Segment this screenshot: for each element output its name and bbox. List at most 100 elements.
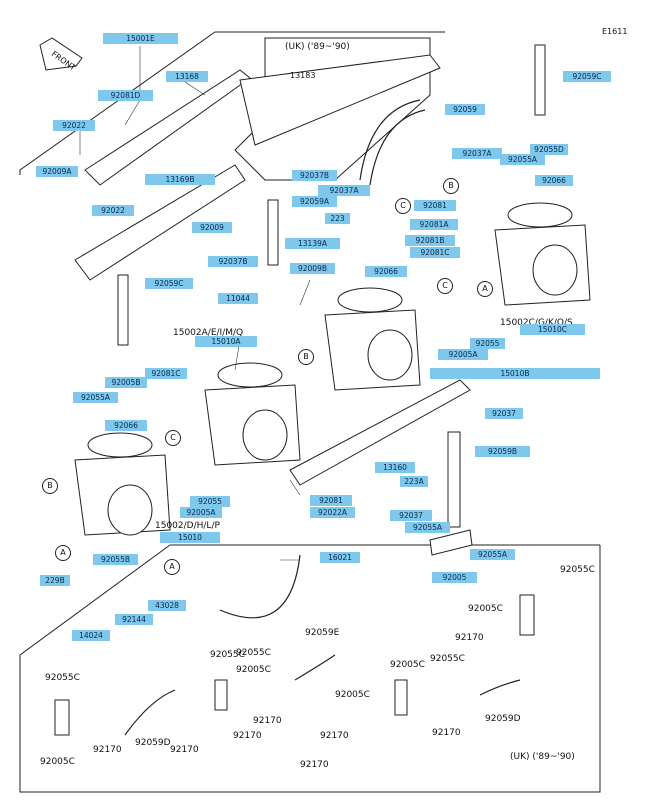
part-label: 92009 <box>192 222 232 233</box>
part-label: 92055A <box>405 522 450 533</box>
part-label: 13139A <box>285 238 340 249</box>
part-label-plain: 13183 <box>290 71 316 80</box>
part-label: 92009B <box>290 263 335 274</box>
part-label: 92081C <box>410 247 460 258</box>
part-label: 15010B <box>430 368 600 379</box>
part-label: 92009A <box>36 166 78 177</box>
fuel-rail-bottom <box>289 379 473 556</box>
part-label: 92037A <box>318 185 370 196</box>
uk-note-top: (UK) ('89~'90) <box>285 42 350 52</box>
part-label: 14024 <box>72 630 110 641</box>
inset-label: 92055C <box>236 648 271 658</box>
ref-circle: A <box>55 545 71 561</box>
inset-label: 92170 <box>253 716 282 726</box>
group-label-1: 15002A/E/I/M/Q <box>173 328 244 338</box>
inset-label: 92005C <box>236 665 271 675</box>
part-label: 92059 <box>445 104 485 115</box>
part-label: 92144 <box>115 614 153 625</box>
part-label: 92005B <box>105 377 147 388</box>
part-label: 92066 <box>365 266 407 277</box>
part-label: 92055A <box>73 392 118 403</box>
part-label: 92037 <box>390 510 432 521</box>
part-label: 15001E <box>103 33 178 44</box>
carburetor-1 <box>74 432 171 536</box>
part-label: 15010A <box>195 336 257 347</box>
ref-circle: C <box>165 430 181 446</box>
part-label: 223 <box>325 213 350 224</box>
part-label: 92022 <box>92 205 134 216</box>
inset-label: 92005C <box>390 660 425 670</box>
uk-note-bottom: (UK) ('89~'90) <box>510 752 575 762</box>
carburetor-4 <box>494 202 591 306</box>
inset-label: 92055C <box>210 650 245 660</box>
part-label: 223A <box>400 476 428 487</box>
hoses <box>117 44 546 619</box>
ref-circle: C <box>395 198 411 214</box>
part-label: 92059B <box>475 446 530 457</box>
group-label-2: 15002C/G/K/O/S <box>500 318 573 328</box>
part-label: 13169B <box>145 174 215 185</box>
group-label-3: 15002/D/H/L/P <box>155 521 220 531</box>
part-label: 92055B <box>93 554 138 565</box>
part-label: 92059C <box>563 71 611 82</box>
part-label: 13168 <box>166 71 208 82</box>
inset-label: 92005C <box>335 690 370 700</box>
part-label: 92005A <box>180 507 222 518</box>
inset-label: 92005C <box>40 757 75 767</box>
inset-label: 92005C <box>468 604 503 614</box>
part-label: 92081C <box>145 368 187 379</box>
diagram-id: E1611 <box>602 27 628 36</box>
part-label: 92037 <box>485 408 523 419</box>
inset-label: 92055C <box>560 565 595 575</box>
inset-label: 92170 <box>320 731 349 741</box>
part-label: 92037A <box>452 148 502 159</box>
ref-circle: B <box>298 349 314 365</box>
part-label: 92055A <box>470 549 515 560</box>
part-label: 13160 <box>375 462 415 473</box>
part-label: 92081D <box>98 90 153 101</box>
carburetor-2 <box>204 362 301 466</box>
part-label: 92081B <box>405 235 455 246</box>
ref-circle: B <box>443 178 459 194</box>
part-label: 92055A <box>500 154 545 165</box>
part-label: 92066 <box>105 420 147 431</box>
inset-label: 92170 <box>300 760 329 770</box>
inset-label: 92059D <box>485 714 521 724</box>
part-label: 92022 <box>53 120 95 131</box>
fuel-pipe-bracket <box>74 54 441 281</box>
part-label: 92059C <box>145 278 193 289</box>
part-label: 92059A <box>292 196 337 207</box>
part-label: 43028 <box>148 600 186 611</box>
part-label: 16021 <box>320 552 360 563</box>
inset-label: 92170 <box>233 731 262 741</box>
carburetor-3 <box>324 287 421 391</box>
part-label: 92037B <box>292 170 337 181</box>
part-label: 229B <box>40 575 70 586</box>
inset-label: 92059D <box>135 738 171 748</box>
part-label: 15010 <box>160 532 220 543</box>
part-label: 92037B <box>208 256 258 267</box>
frame-lines <box>19 31 601 793</box>
inset-fittings <box>54 594 535 736</box>
inset-label: 92055C <box>45 673 80 683</box>
part-label: 11044 <box>218 293 258 304</box>
inset-label: 92055C <box>430 654 465 664</box>
part-label: 92055 <box>190 496 230 507</box>
front-arrow-icon: FRONT <box>39 37 83 73</box>
part-label: 92081 <box>310 495 352 506</box>
inset-label: 92170 <box>455 633 484 643</box>
part-label: 92005A <box>438 349 488 360</box>
part-label: 92005 <box>432 572 477 583</box>
ref-circle: A <box>164 559 180 575</box>
part-label: 92081A <box>410 219 458 230</box>
inset-label: 92170 <box>170 745 199 755</box>
inset-label: 92170 <box>93 745 122 755</box>
ref-circle: A <box>477 281 493 297</box>
inset-label: 92170 <box>432 728 461 738</box>
ref-circle: B <box>42 478 58 494</box>
part-label: 92066 <box>535 175 573 186</box>
part-label: 92055 <box>470 338 505 349</box>
inset-label: 92059E <box>305 628 340 638</box>
